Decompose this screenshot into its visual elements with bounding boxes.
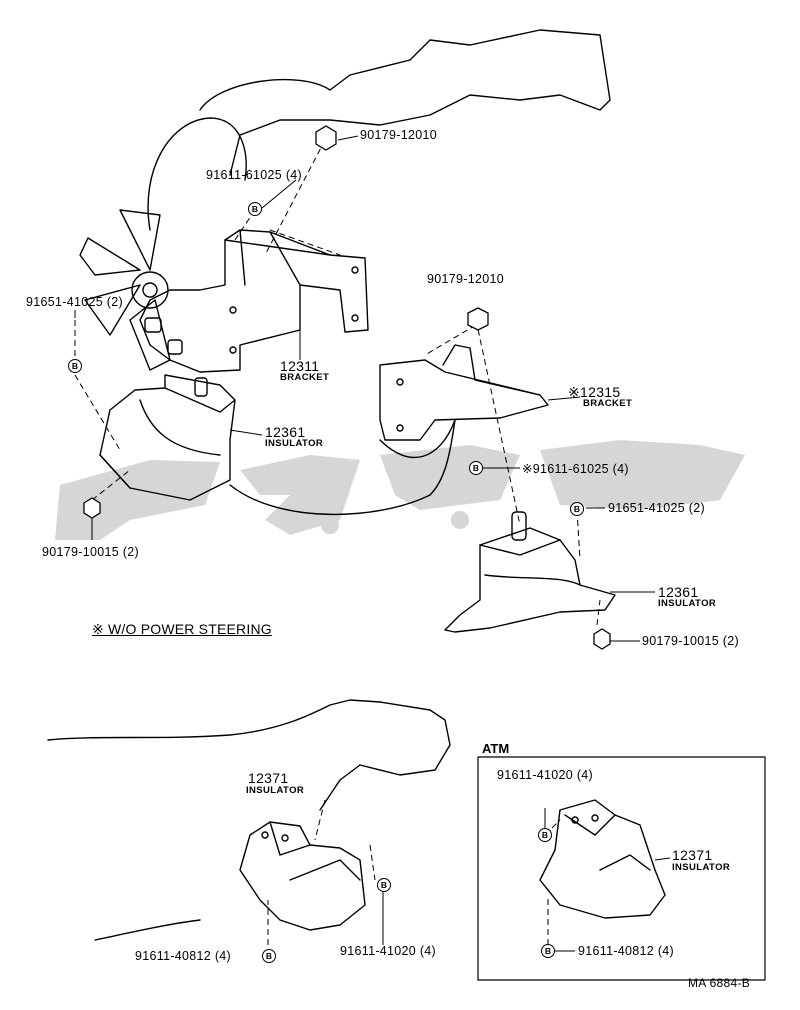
part-number: 91611-40812 (4)	[135, 949, 232, 963]
part-number: 91611-41020 (4)	[340, 944, 437, 958]
part-number: 90179-12010	[427, 272, 504, 286]
nut-icon	[593, 628, 611, 650]
part-number: 91651-41025 (2)	[26, 295, 123, 309]
bolt-marker-icon: B	[570, 502, 584, 516]
part-number: 91611-41020 (4)	[497, 768, 594, 782]
part-number: 12311	[280, 358, 320, 374]
part-number: 12361	[658, 584, 699, 600]
diagram-code: MA 6884-B	[688, 976, 751, 990]
insulator-12361-left	[99, 374, 236, 501]
footnote-text: ※ W/O POWER STEERING	[92, 621, 272, 637]
part-name: INSULATOR	[246, 785, 305, 796]
insulator-12361-right	[444, 511, 616, 633]
insulator-12371-rear	[239, 821, 366, 931]
fan	[79, 209, 171, 371]
engine-outline	[199, 29, 611, 176]
part-number: 12371	[672, 847, 713, 863]
part-number: 91651-41025 (2)	[608, 501, 705, 515]
part-number: 12361	[265, 424, 306, 440]
atm-box	[477, 756, 766, 981]
bolt-marker-icon: B	[541, 944, 555, 958]
bracket-12315	[379, 344, 549, 459]
part-name: INSULATOR	[672, 862, 731, 873]
bracket-12311	[139, 229, 369, 373]
part-number: 91611-61025 (4)	[206, 168, 303, 182]
part-number: ※12315	[568, 384, 621, 400]
bolt-marker-icon: B	[68, 359, 82, 373]
watermark	[55, 440, 745, 540]
part-number: 12371	[248, 770, 289, 786]
bolt-marker-icon: B	[538, 828, 552, 842]
nut-icon	[83, 497, 101, 519]
part-name: INSULATOR	[658, 598, 717, 609]
nut-icon	[315, 125, 337, 151]
transmission-outline	[47, 699, 451, 811]
part-name: BRACKET	[583, 398, 633, 409]
part-number: 90179-10015 (2)	[42, 545, 139, 559]
nut-icon	[467, 307, 489, 331]
bolt-marker-icon: B	[377, 878, 391, 892]
bolt-marker-icon: B	[469, 461, 483, 475]
part-number: 90179-12010	[360, 128, 437, 142]
part-number: 91611-40812 (4)	[578, 944, 675, 958]
bolt-marker-icon: B	[262, 949, 276, 963]
insulator-12371-atm	[539, 799, 666, 919]
part-number: 90179-10015 (2)	[642, 634, 739, 648]
atm-box-title: ATM	[482, 741, 510, 756]
part-number: ※91611-61025 (4)	[522, 462, 629, 476]
part-name: INSULATOR	[265, 438, 324, 449]
bolt-marker-icon: B	[248, 202, 262, 216]
part-name: BRACKET	[280, 372, 330, 383]
